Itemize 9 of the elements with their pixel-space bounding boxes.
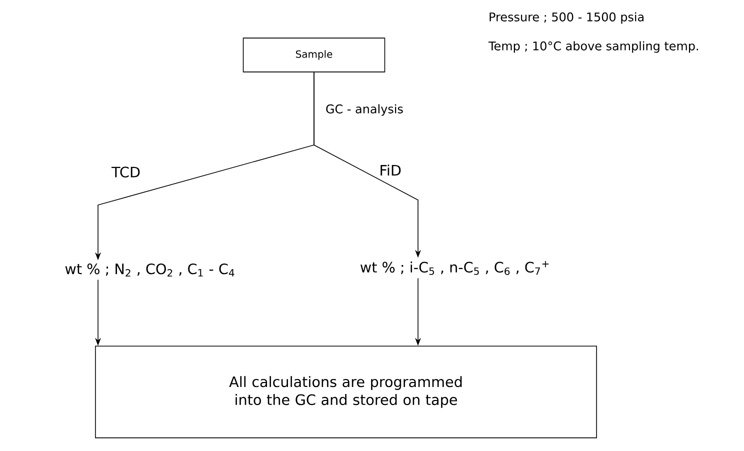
result-text: wt % ; i-C$_{5}$ , n-C$_{5}$ , C$_{6}$ , C$_{7}$+ bbox=[360, 260, 549, 276]
edge-label: FiD bbox=[380, 164, 401, 176]
note-text: GC - analysis bbox=[326, 104, 403, 116]
process-box: All calculations are programmed into the GC and stored on tape bbox=[95, 346, 597, 438]
process-box: Sample bbox=[242, 38, 386, 72]
result-text: wt % ; N$_{2}$ , CO$_{2}$ , C$_{1}$ - C$_{4}$ bbox=[65, 263, 234, 277]
edge-label: TCD bbox=[111, 166, 140, 178]
note-text: Temp ; 10°C above sampling temp. bbox=[488, 41, 698, 53]
note-text: Pressure ; 500 - 1500 psia bbox=[490, 12, 644, 24]
